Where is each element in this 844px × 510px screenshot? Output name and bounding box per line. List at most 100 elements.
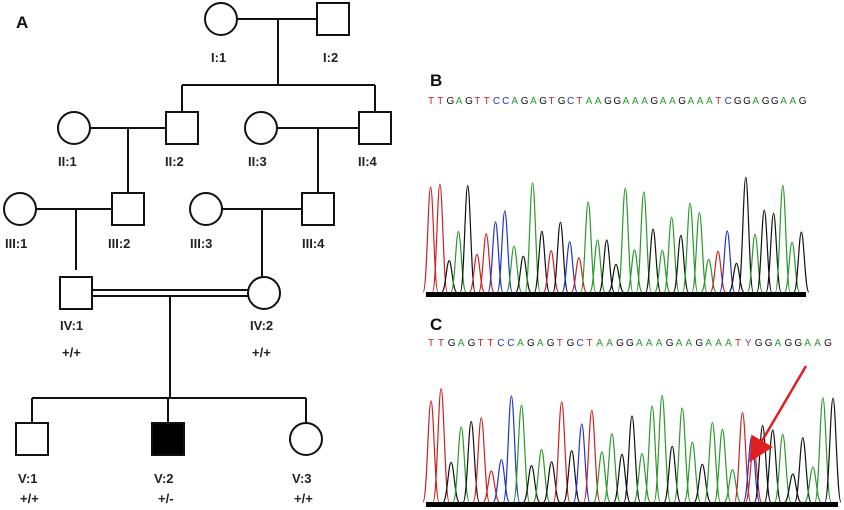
sequence-base: G (799, 96, 807, 107)
chromatogram-peak (450, 230, 467, 293)
chromatogram-peak (754, 424, 772, 503)
sequence-base: T (478, 338, 484, 349)
chromatogram-peak (543, 249, 560, 293)
genotype-IV1: +/+ (62, 345, 81, 360)
chromatogram-peak (804, 466, 822, 503)
sequence-base: G (695, 338, 703, 349)
chromatogram-peak (598, 239, 615, 293)
label-I1: I:1 (211, 50, 226, 65)
chromatogram-c-baseline (426, 502, 838, 507)
chromatogram-peak (663, 216, 680, 293)
sequence-base: T (557, 338, 563, 349)
sequence-base: A (686, 338, 693, 349)
sequence-base: G (785, 338, 793, 349)
sequence-base: A (790, 96, 797, 107)
chromatogram-peak (532, 448, 551, 503)
sequence-base: T (576, 96, 582, 107)
label-III3: III:3 (190, 236, 212, 251)
chromatogram-peak (502, 395, 521, 503)
chromatogram-peak (682, 202, 699, 293)
sequence-base: C (507, 338, 514, 349)
sequence-base: G (465, 96, 473, 107)
chromatogram-peak (623, 415, 641, 503)
sequence-base: G (626, 338, 634, 349)
chromatogram-peak (603, 433, 621, 503)
chromatogram-c (422, 387, 842, 503)
sequence-base: T (438, 338, 444, 349)
chromatogram-peak (570, 257, 587, 293)
sequence-base: T (735, 338, 741, 349)
genotype-V3: +/+ (294, 491, 313, 506)
chromatogram-peak (709, 250, 726, 293)
sequence-base: A (697, 96, 704, 107)
individual-IV2 (247, 276, 281, 310)
individual-III2 (111, 192, 145, 226)
chromatogram-peak (737, 176, 754, 293)
sequence-base: G (604, 96, 612, 107)
sequence-base: A (804, 338, 811, 349)
individual-V2-affected (151, 422, 185, 456)
individual-I2 (316, 2, 350, 36)
sequence-base: G (468, 338, 476, 349)
sequence-base: A (517, 338, 524, 349)
sequence-base: A (752, 96, 759, 107)
individual-II1 (57, 111, 91, 145)
sequence-base: G (794, 338, 802, 349)
chromatogram-peak (583, 409, 601, 503)
sequence-base: T (484, 96, 490, 107)
chromatogram-peak (469, 253, 485, 293)
sequence-base: A (706, 96, 713, 107)
sequence-base: T (474, 96, 480, 107)
label-V2: V:2 (154, 471, 174, 486)
chromatogram-peak (442, 461, 460, 503)
sequence-base: G (521, 96, 529, 107)
individual-V1 (15, 422, 49, 456)
chromatogram-peak (824, 397, 842, 503)
label-II3: II:3 (248, 154, 267, 169)
chromatogram-peak (553, 401, 571, 503)
sequence-base: G (771, 96, 779, 107)
sequence-base: G (616, 338, 624, 349)
panel-label-b: B (430, 71, 442, 90)
sequence-base: C (725, 96, 732, 107)
sequence-base: A (636, 338, 643, 349)
sequence-base: A (646, 338, 653, 349)
chromatogram-peak (793, 231, 810, 293)
sequence-base: A (780, 96, 787, 107)
sequence-base: A (641, 96, 648, 107)
chromatogram-peak (756, 209, 773, 293)
sequence-base: A (775, 338, 782, 349)
chromatogram-peak (512, 404, 531, 503)
sequence-base: T (715, 96, 721, 107)
chromatogram-peak (723, 469, 742, 503)
sequence-base: G (447, 96, 455, 107)
sequence-base: C (577, 338, 584, 349)
sequence-base: C (493, 96, 500, 107)
sequence-base: A (456, 96, 463, 107)
sequence-base: A (814, 338, 821, 349)
chromatogram-peak (580, 201, 597, 293)
sequence-base: G (539, 96, 547, 107)
sequence-base: G (762, 96, 770, 107)
chromatogram-b-baseline (426, 292, 806, 297)
sequence-base: T (487, 338, 493, 349)
sequence-base: A (656, 338, 663, 349)
chromatogram-peak (608, 263, 624, 293)
sequence-base: A (632, 96, 639, 107)
chromatogram-peak (524, 182, 541, 293)
sequence-base: G (765, 338, 773, 349)
sequence-base: G (824, 338, 832, 349)
chromatogram-peak (719, 230, 736, 293)
sequence-base: G (734, 96, 742, 107)
sequence-base: C (497, 338, 504, 349)
chromatogram-peak (563, 449, 581, 503)
chromatogram-peak (703, 421, 721, 503)
chromatogram-peak (617, 187, 634, 293)
sequence-base: A (530, 96, 537, 107)
sequence-base: A (511, 96, 518, 107)
genotype-IV2: +/+ (252, 345, 271, 360)
chromatogram-peak (691, 212, 708, 293)
sequence-base: T (428, 96, 434, 107)
chromatogram-peak (764, 429, 782, 503)
